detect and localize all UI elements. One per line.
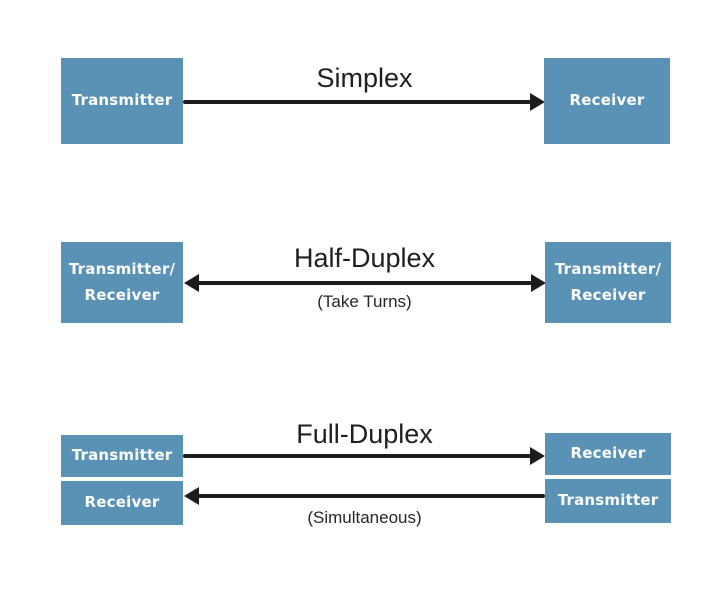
simplex-title: Simplex <box>316 63 413 93</box>
simplex-arrow-line <box>183 100 531 104</box>
full-duplex-top-arrowhead-right-icon <box>530 447 545 465</box>
half-duplex-title: Half-Duplex <box>293 243 436 273</box>
half-duplex-left-box: Transmitter/ Receiver <box>61 242 183 323</box>
simplex-arrowhead-right-icon <box>530 93 545 111</box>
full-duplex-bottom-arrowhead-left-icon <box>184 487 199 505</box>
full-duplex-bottom-arrow-line <box>197 494 545 498</box>
full-duplex-right-transmitter-label: Transmitter <box>557 491 659 510</box>
full-duplex-right-transmitter-box: Transmitter <box>545 479 671 523</box>
full-duplex-right-receiver-box: Receiver <box>545 433 671 475</box>
full-duplex-left-transmitter-box: Transmitter <box>61 435 183 477</box>
full-duplex-top-arrow-line <box>183 454 531 458</box>
half-duplex-right-box: Transmitter/ Receiver <box>545 242 671 323</box>
half-duplex-arrow-line <box>197 281 532 285</box>
full-duplex-left-receiver-box: Receiver <box>61 481 183 525</box>
full-duplex-left-receiver-label: Receiver <box>84 493 160 512</box>
full-duplex-left-transmitter-label: Transmitter <box>71 446 173 465</box>
simplex-transmitter-box: Transmitter <box>61 58 183 144</box>
half-duplex-left-label-line2: Receiver <box>84 285 160 304</box>
half-duplex-right-label-line2: Receiver <box>570 285 646 304</box>
half-duplex-right-label-line1: Transmitter/ <box>554 260 662 278</box>
half-duplex-left-label-line1: Transmitter/ <box>68 260 176 278</box>
simplex-transmitter-label: Transmitter <box>71 91 173 110</box>
simplex-receiver-label: Receiver <box>569 91 645 110</box>
full-duplex-right-receiver-label: Receiver <box>570 444 646 463</box>
half-duplex-subtitle: (Take Turns) <box>317 292 412 311</box>
simplex-receiver-box: Receiver <box>544 58 670 144</box>
half-duplex-arrowhead-left-icon <box>184 274 199 292</box>
half-duplex-arrowhead-right-icon <box>531 274 546 292</box>
full-duplex-subtitle: (Simultaneous) <box>307 508 422 527</box>
full-duplex-title: Full-Duplex <box>296 419 433 449</box>
